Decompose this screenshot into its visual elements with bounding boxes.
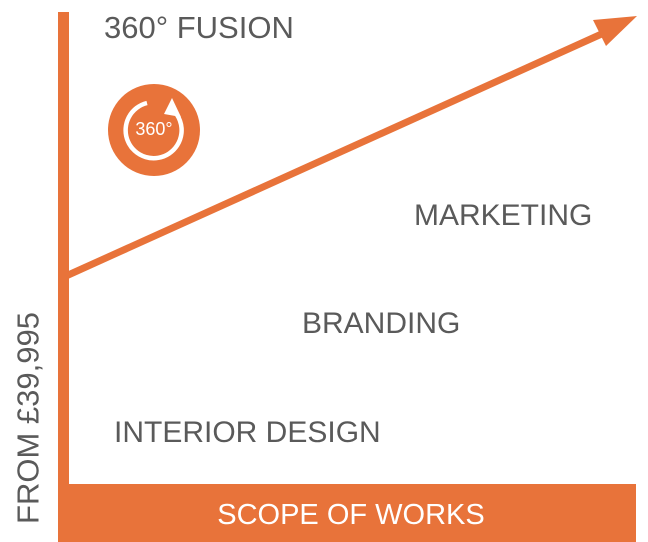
scope-axis-label: SCOPE OF WORKS xyxy=(217,499,485,531)
price-axis-label: FROM £39,995 xyxy=(10,312,46,524)
rotate-360-icon: 360° xyxy=(108,84,200,176)
diagram-title: 360° FUSION xyxy=(104,10,294,45)
x-axis-bar: SCOPE OF WORKS xyxy=(66,484,636,542)
y-axis-bar xyxy=(58,12,69,542)
tier-marketing: MARKETING xyxy=(414,199,593,232)
tier-branding: BRANDING xyxy=(302,307,461,340)
badge-graphic xyxy=(108,84,200,176)
trend-arrow-line xyxy=(64,28,608,280)
tier-interior-design: INTERIOR DESIGN xyxy=(114,416,381,449)
badge-label: 360° xyxy=(135,119,173,139)
trend-arrow-head xyxy=(593,16,637,46)
